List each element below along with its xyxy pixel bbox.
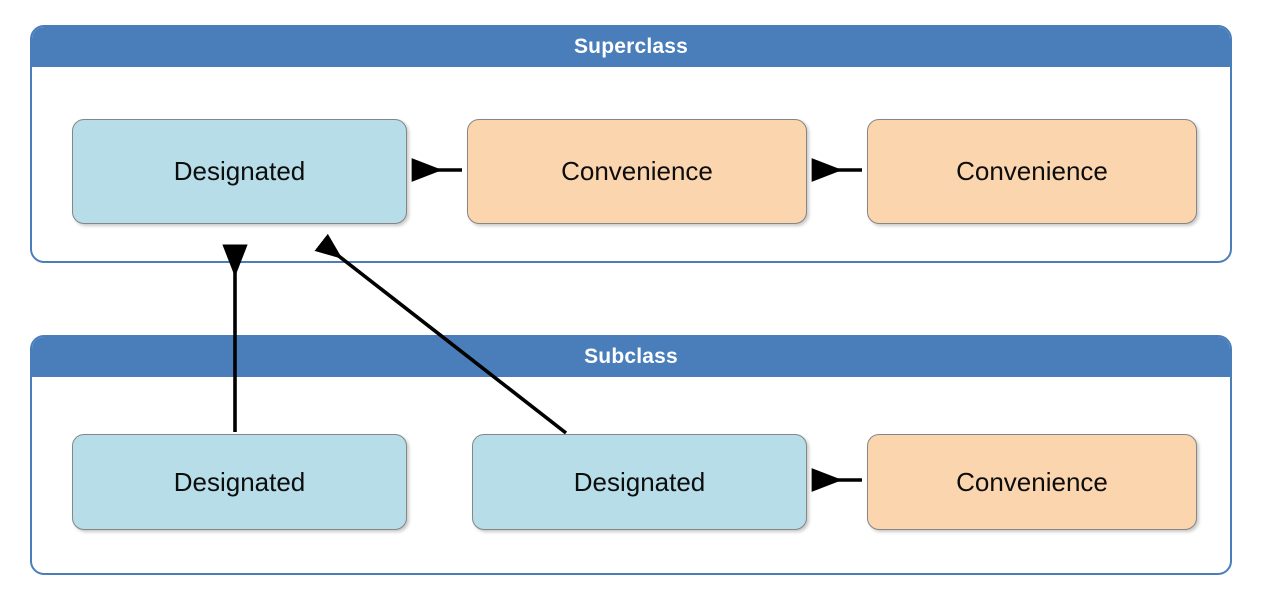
node-sub-convenience-1[interactable]: Convenience [867,434,1197,530]
node-super-designated[interactable]: Designated [72,119,407,224]
node-label: Convenience [956,156,1108,186]
panel-superclass: Superclass Designated Convenience Conven… [30,25,1232,263]
panel-subclass-header: Subclass [32,337,1230,377]
panel-subclass: Subclass Designated Designated Convenien… [30,335,1232,575]
node-label: Designated [573,466,706,497]
panel-superclass-title: Superclass [573,35,689,58]
node-sub-designated-1[interactable]: Designated [72,434,407,530]
node-label: Convenience [956,466,1108,497]
node-label: Designated [173,466,306,497]
node-super-convenience-2[interactable]: Convenience [867,119,1197,224]
panel-superclass-header: Superclass [32,27,1230,67]
node-label: Designated [173,156,306,186]
node-super-convenience-1[interactable]: Convenience [467,119,807,224]
panel-superclass-body: Designated Convenience Convenience [32,67,1230,261]
panel-subclass-body: Designated Designated Convenience [32,377,1230,573]
node-label: Convenience [561,156,713,186]
panel-subclass-title: Subclass [584,345,678,368]
node-sub-designated-2[interactable]: Designated [472,434,807,530]
